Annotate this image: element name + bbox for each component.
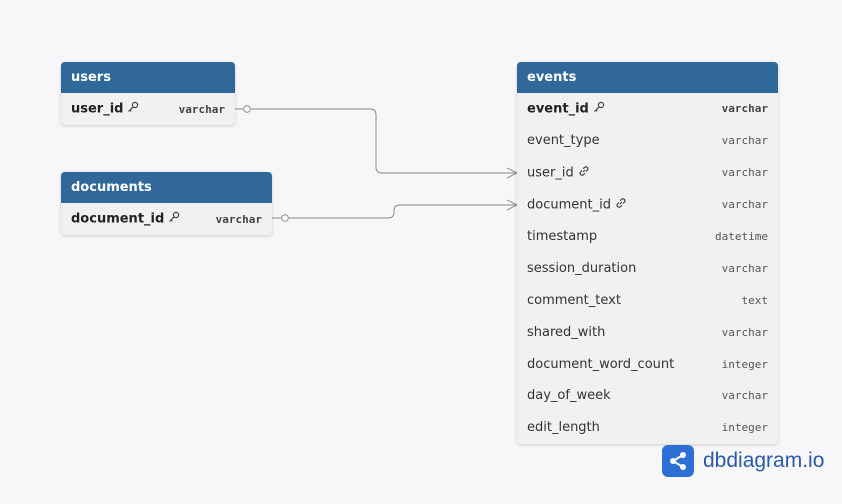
relation-documents-events [272, 204, 517, 219]
link-icon [615, 197, 627, 213]
table-header[interactable]: documents [61, 172, 272, 203]
share-icon [662, 445, 694, 477]
column-name-text: user_id [71, 101, 124, 117]
column-row-document-id[interactable]: document_id varchar [61, 203, 272, 235]
one-marker [281, 214, 289, 222]
column-row-document-word-count[interactable]: document_word_count integer [517, 348, 778, 380]
column-type: varchar [721, 166, 768, 180]
column-name-text: edit_length [527, 420, 600, 436]
column-name: document_word_count [527, 357, 722, 372]
column-name: edit_length [527, 420, 722, 435]
key-icon [168, 211, 180, 227]
column-name-text: event_id [527, 101, 589, 117]
column-name-text: shared_with [527, 324, 606, 340]
column-name: session_duration [527, 261, 722, 276]
column-type: varchar [215, 212, 262, 226]
column-type: varchar [721, 325, 768, 339]
column-row-session-duration[interactable]: session_duration varchar [517, 252, 778, 284]
column-name: timestamp [527, 229, 715, 244]
one-marker [243, 105, 251, 113]
column-type: integer [721, 421, 768, 435]
key-icon [127, 101, 139, 117]
column-type: varchar [721, 389, 768, 403]
column-row-event-id[interactable]: event_id varchar [517, 93, 778, 125]
table-documents[interactable]: documents document_id varchar [61, 172, 272, 235]
column-name: event_type [527, 133, 722, 148]
column-name-text: document_id [71, 211, 165, 227]
column-type: integer [721, 357, 768, 371]
column-row-timestamp[interactable]: timestamp datetime [517, 221, 778, 253]
column-name-text: document_word_count [527, 356, 675, 372]
column-name: user_id [527, 165, 722, 181]
column-row-shared-with[interactable]: shared_with varchar [517, 316, 778, 348]
column-name: day_of_week [527, 388, 722, 403]
brand-name: dbdiagram.io [703, 449, 825, 472]
column-name-text: session_duration [527, 260, 637, 276]
column-row-edit-length[interactable]: edit_length integer [517, 412, 778, 444]
column-type: text [741, 293, 769, 307]
column-name: document_id [71, 211, 216, 227]
column-type: varchar [721, 261, 768, 275]
column-name-text: day_of_week [527, 388, 611, 404]
column-name: document_id [527, 197, 722, 213]
table-header[interactable]: users [61, 62, 235, 93]
column-name-text: user_id [527, 165, 574, 181]
column-row-user-id[interactable]: user_id varchar [517, 157, 778, 189]
column-name: event_id [527, 101, 722, 117]
link-icon [578, 165, 590, 181]
column-type: varchar [178, 102, 225, 116]
column-type: varchar [721, 134, 768, 148]
column-name-text: document_id [527, 197, 611, 213]
column-row-document-id[interactable]: document_id varchar [517, 189, 778, 221]
relation-users-events [235, 108, 517, 174]
column-name-text: comment_text [527, 292, 621, 308]
column-name: comment_text [527, 293, 742, 308]
column-row-user-id[interactable]: user_id varchar [61, 93, 235, 125]
column-name: shared_with [527, 325, 722, 340]
column-name-text: event_type [527, 133, 600, 149]
column-type: datetime [715, 230, 768, 243]
brand-logo[interactable]: dbdiagram.io [662, 445, 824, 477]
key-icon [593, 101, 605, 117]
column-row-comment-text[interactable]: comment_text text [517, 284, 778, 316]
table-header[interactable]: events [517, 62, 778, 93]
table-users[interactable]: users user_id varchar [61, 62, 235, 125]
column-name-text: timestamp [527, 229, 598, 244]
column-type: varchar [721, 198, 768, 212]
column-row-day-of-week[interactable]: day_of_week varchar [517, 380, 778, 412]
column-type: varchar [721, 102, 768, 116]
column-row-event-type[interactable]: event_type varchar [517, 125, 778, 157]
column-name: user_id [71, 101, 179, 117]
